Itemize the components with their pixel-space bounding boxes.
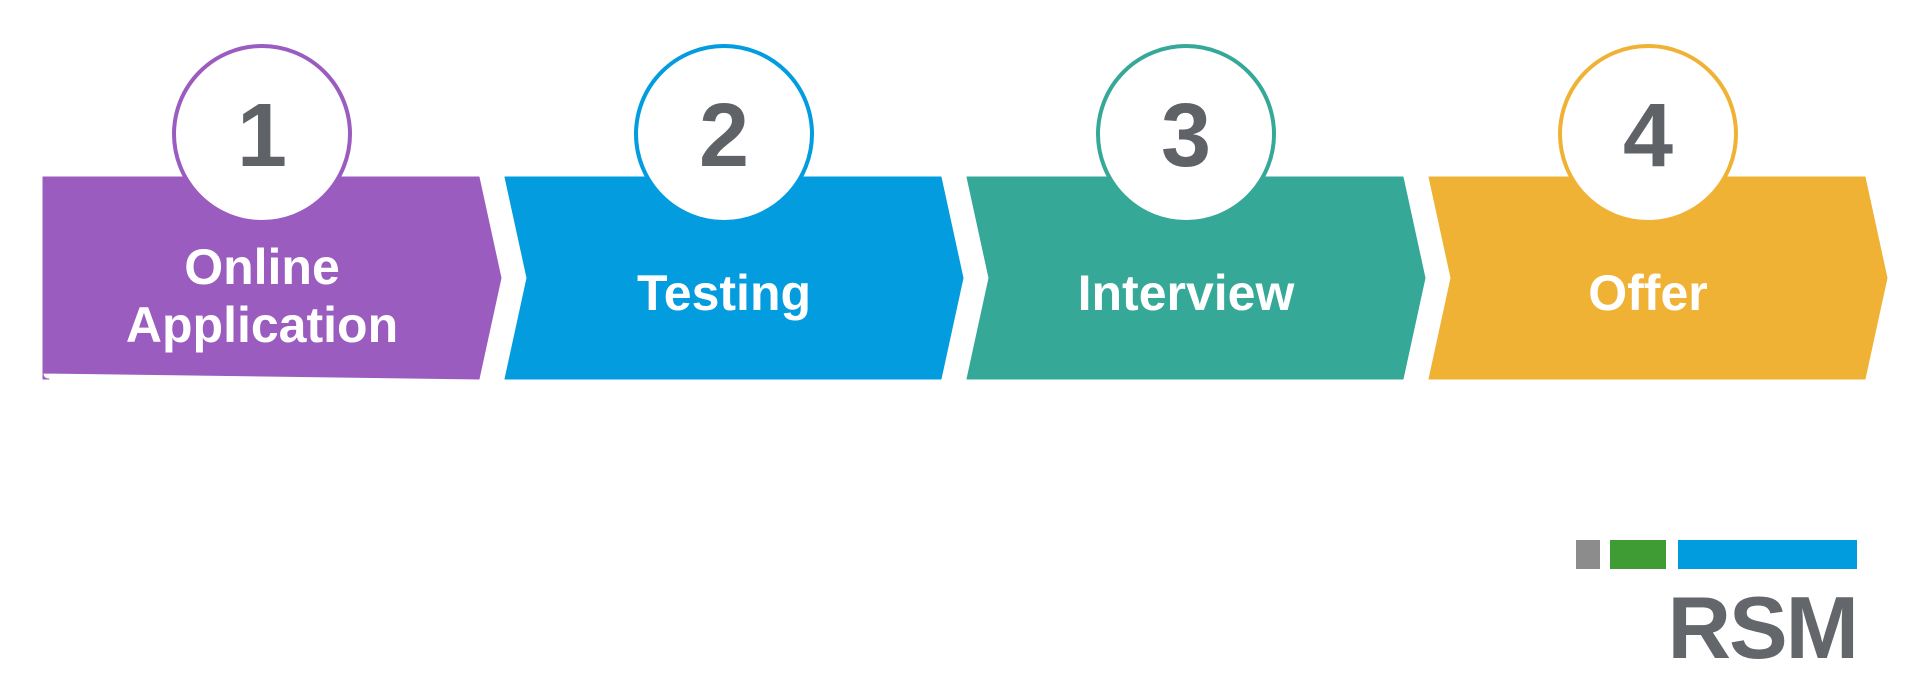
step-label-line: Application xyxy=(126,297,398,353)
step-number: 4 xyxy=(1623,86,1673,186)
step-number-circle xyxy=(172,44,352,224)
step-number: 2 xyxy=(699,86,749,186)
step-chevron xyxy=(1428,176,1888,380)
step-chevron xyxy=(966,176,1426,380)
step-number-circle xyxy=(634,44,814,224)
step-chevron xyxy=(504,176,964,380)
logo-bar-green xyxy=(1610,540,1666,569)
logo-text: RSM xyxy=(1667,578,1857,677)
rsm-logo: RSM xyxy=(1576,540,1859,677)
logo-bar-blue xyxy=(1678,540,1857,569)
step-number: 3 xyxy=(1161,86,1211,186)
step-label-line: Interview xyxy=(1078,265,1295,321)
step-label-line: Online xyxy=(184,239,340,295)
step-label-line: Testing xyxy=(637,265,811,321)
logo-bar-gray xyxy=(1576,540,1600,569)
step-number: 1 xyxy=(237,86,287,186)
step-number-circle xyxy=(1096,44,1276,224)
step-chevron xyxy=(42,176,502,380)
step-number-circle xyxy=(1558,44,1738,224)
steps-layer: 1OnlineApplication2Testing3Interview4Off… xyxy=(42,44,1888,380)
step-label-line: Offer xyxy=(1588,265,1707,321)
